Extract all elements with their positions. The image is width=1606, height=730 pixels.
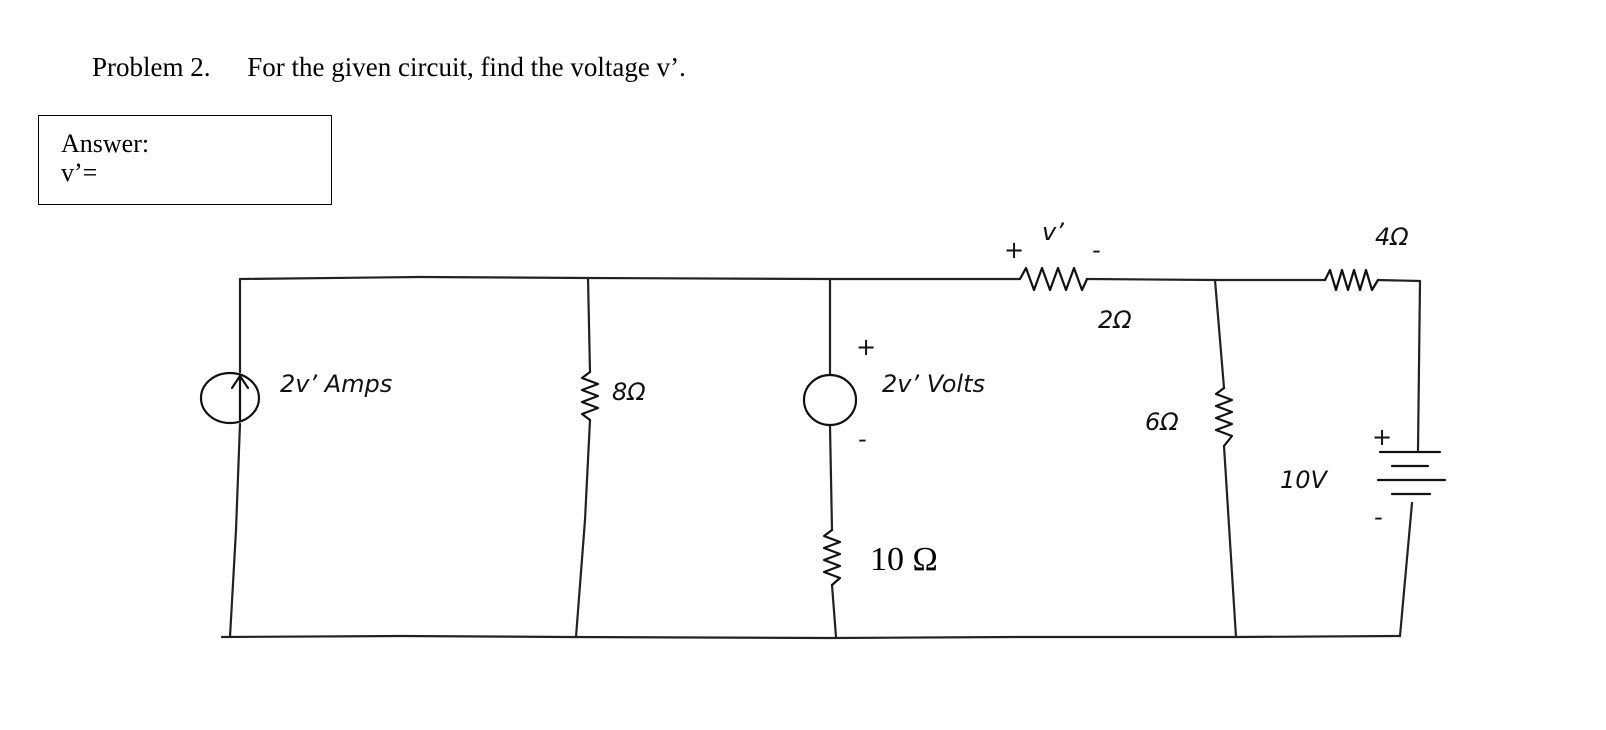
- v-prime-minus: -: [1092, 236, 1101, 264]
- bottom-wire: [220, 634, 1402, 640]
- resistor-10-label: 10 Ω: [870, 541, 938, 578]
- resistor-8-ohm: [580, 370, 600, 422]
- answer-label: Answer:: [61, 129, 150, 158]
- branch-8ohm-wire: [574, 276, 592, 639]
- branch-current-source-wire: [228, 277, 242, 639]
- battery-plus: +: [1372, 423, 1392, 451]
- resistor-10-ohm: [822, 528, 842, 587]
- problem-text: For the given circuit, find the voltage …: [247, 52, 686, 82]
- branch-battery-wire: [1398, 279, 1422, 638]
- dependent-current-source: [199, 371, 261, 425]
- resistor-6-ohm: [1214, 386, 1234, 448]
- resistor-4-label: 4Ω: [1375, 223, 1409, 251]
- voltage-source-plus: +: [856, 333, 876, 361]
- current-source-label: 2v’ Amps: [280, 370, 392, 398]
- branch-voltage-source-wire: [828, 277, 838, 639]
- dependent-voltage-source: [802, 373, 858, 427]
- resistor-4-ohm: [1323, 268, 1380, 292]
- resistor-2-label: 2Ω: [1098, 306, 1132, 334]
- branch-6ohm-wire: [1213, 278, 1238, 639]
- answer-box[interactable]: Answer: v’=: [38, 115, 332, 205]
- resistor-6-label: 6Ω: [1145, 408, 1179, 436]
- resistor-2-ohm: [1018, 266, 1089, 292]
- battery-minus: -: [1374, 503, 1383, 531]
- top-wire-middle: [1085, 277, 1327, 282]
- voltage-source-minus: -: [858, 425, 867, 453]
- voltage-source-label: 2v’ Volts: [882, 370, 985, 398]
- answer-variable: v’=: [61, 158, 98, 187]
- top-wire-right: [1376, 278, 1422, 283]
- v-prime-plus: +: [1004, 236, 1024, 264]
- problem-statement: Problem 2. For the given circuit, find t…: [92, 52, 686, 83]
- battery-label: 10V: [1280, 466, 1329, 494]
- battery: [1376, 450, 1447, 496]
- problem-label: Problem 2.: [92, 52, 211, 82]
- top-wire-left: [238, 275, 1022, 281]
- resistor-8-label: 8Ω: [612, 378, 646, 406]
- v-prime-label: v’: [1042, 218, 1064, 246]
